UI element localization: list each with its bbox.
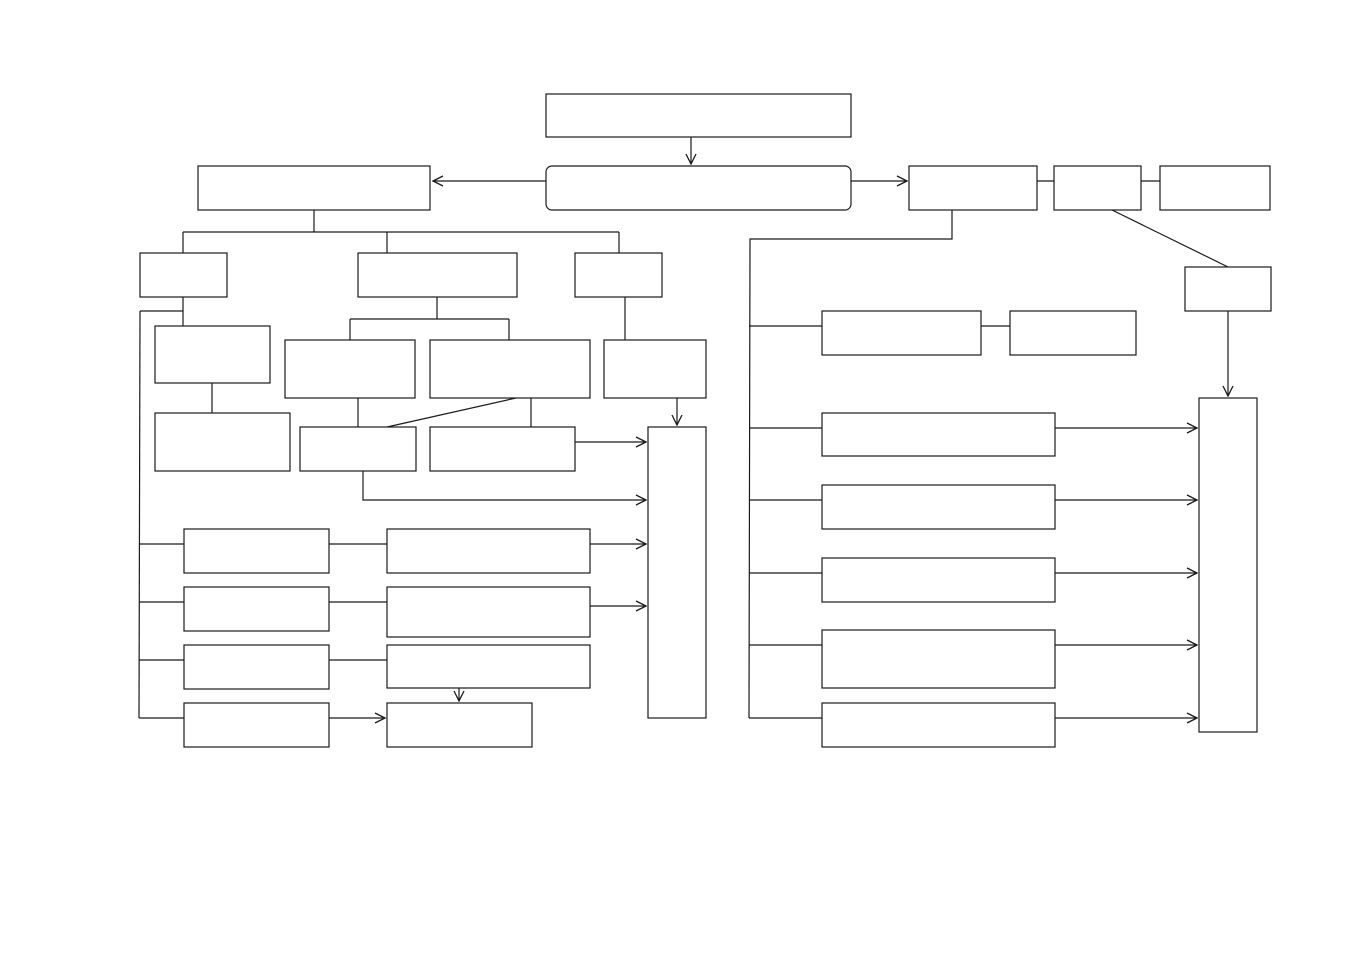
connector-b-to-d: [1111, 209, 1229, 268]
node-r1b: [1009, 310, 1137, 356]
node-l2b1: [429, 426, 576, 472]
node-r1a: [821, 310, 982, 356]
node-right-main: [908, 165, 1038, 211]
node-r5: [821, 629, 1056, 689]
node-r6: [821, 702, 1056, 748]
connector-right-spine: [748, 210, 953, 719]
node-right-sink: [1198, 397, 1258, 733]
node-l1a: [154, 325, 271, 384]
connectors: [138, 137, 1229, 719]
node-l2b: [429, 339, 591, 399]
node-row3a: [183, 644, 330, 690]
node-left-sink: [647, 426, 707, 719]
node-r4: [821, 557, 1056, 603]
node-l2a: [284, 339, 416, 399]
node-row1a: [183, 528, 330, 574]
node-right-c: [1159, 165, 1271, 211]
node-l1: [139, 252, 228, 298]
node-row2b: [386, 586, 591, 638]
node-row4b: [386, 702, 533, 748]
node-row2a: [183, 586, 330, 632]
node-center: [545, 165, 852, 211]
node-right-d: [1184, 266, 1272, 312]
arrow-l2a1-to-left-sink: [362, 471, 646, 500]
node-r3: [821, 484, 1056, 530]
node-l2a1: [299, 426, 417, 472]
node-top: [545, 93, 852, 138]
node-row3b: [386, 644, 591, 689]
node-row4a: [183, 702, 330, 748]
node-l3a: [603, 339, 707, 399]
node-right-b: [1053, 165, 1142, 211]
connector-left-spine: [138, 310, 141, 719]
node-l3: [574, 252, 663, 298]
connector-l2b-to-l2a1: [386, 397, 517, 428]
nodes: [139, 93, 1272, 748]
node-l1b: [154, 412, 291, 472]
node-r2: [821, 412, 1056, 457]
node-row1b: [386, 528, 591, 574]
node-l2: [357, 252, 518, 298]
node-left-main: [197, 165, 431, 211]
